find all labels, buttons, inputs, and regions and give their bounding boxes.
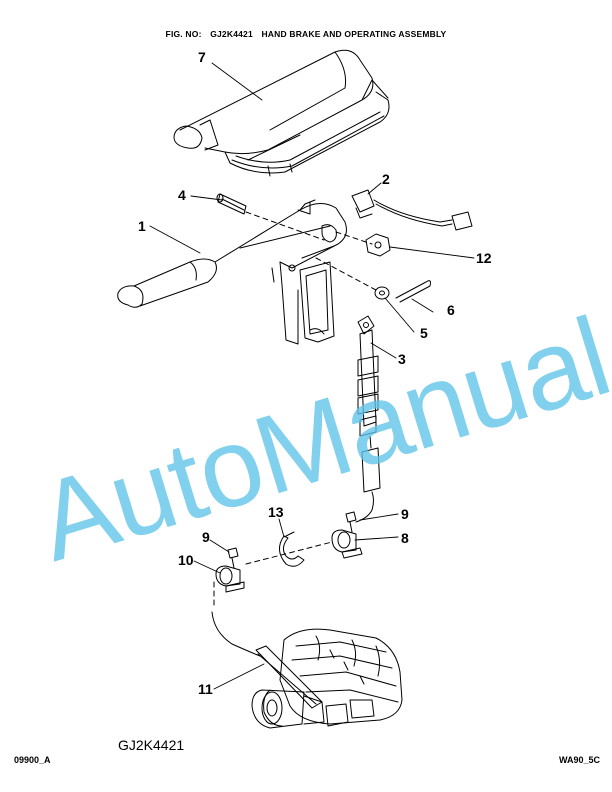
callout-11: 11 bbox=[198, 681, 213, 697]
callout-12: 12 bbox=[476, 250, 492, 266]
fig-number: GJ2K4421 bbox=[210, 29, 253, 39]
part-3-cable-adjuster bbox=[355, 315, 381, 523]
callout-2: 2 bbox=[382, 171, 390, 187]
callout-9-left: 9 bbox=[202, 529, 210, 545]
callout-1: 1 bbox=[138, 218, 146, 234]
part-9-bolt-left bbox=[227, 547, 239, 569]
part-1-brake-lever bbox=[117, 199, 347, 345]
ratchet-bracket bbox=[299, 261, 335, 343]
callout-10: 10 bbox=[178, 552, 194, 568]
figure-header: FIG. NO: GJ2K4421 HAND BRAKE AND OPERATI… bbox=[0, 29, 612, 39]
callout-3: 3 bbox=[398, 351, 406, 367]
figure-code: GJ2K4421 bbox=[118, 737, 185, 753]
footer-right-code: WA90_5C bbox=[558, 755, 600, 765]
brake-caliper-assembly bbox=[251, 628, 403, 729]
assembly-centerlines bbox=[213, 211, 377, 609]
callout-4: 4 bbox=[178, 187, 186, 203]
part-5-washer bbox=[374, 286, 390, 300]
callout-13: 13 bbox=[268, 504, 284, 520]
part-10-cable-clip bbox=[215, 565, 245, 593]
leader-lines bbox=[149, 62, 475, 690]
part-7-handle-cover bbox=[173, 49, 390, 177]
part-9-bolt-right bbox=[345, 511, 357, 533]
callout-9-right: 9 bbox=[401, 506, 409, 522]
part-12-nut bbox=[365, 233, 391, 257]
fig-title: HAND BRAKE AND OPERATING ASSEMBLY bbox=[261, 29, 447, 39]
part-2-switch bbox=[351, 189, 473, 231]
fig-label: FIG. NO: bbox=[165, 29, 202, 39]
callout-5: 5 bbox=[420, 325, 428, 341]
part-4-pin bbox=[216, 193, 247, 215]
footer-left-code: 09900_A bbox=[14, 755, 51, 765]
callout-6: 6 bbox=[447, 302, 455, 318]
part-6-split-pin bbox=[395, 280, 431, 303]
part-8-cable-clip bbox=[331, 529, 363, 559]
part-13-clip bbox=[279, 531, 305, 567]
callout-8: 8 bbox=[401, 530, 409, 546]
callout-7: 7 bbox=[198, 49, 206, 65]
